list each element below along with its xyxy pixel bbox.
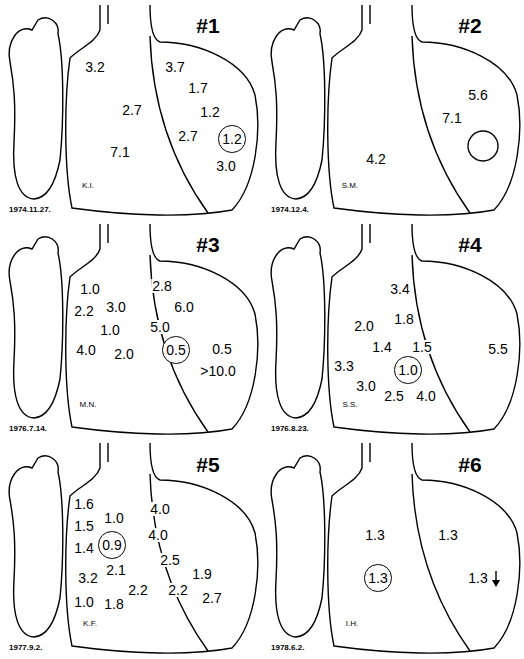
measurement-value: 6.0 — [173, 300, 194, 314]
measurement-value: 1.0 — [398, 363, 417, 377]
heart-outline — [9, 5, 258, 215]
measurement-value: 3.2 — [84, 60, 105, 74]
measurement-value: 0.9 — [102, 538, 121, 552]
measurement-value: 7.1 — [109, 145, 130, 159]
heart-outline — [271, 443, 520, 653]
measurement-value: 2.5 — [383, 389, 404, 403]
measurement-value: 1.5 — [411, 340, 432, 354]
date-label: 1976.7.14. — [8, 425, 48, 433]
patient-initials: M.N. — [79, 401, 98, 409]
measurement-value: 1.0 — [73, 595, 94, 609]
measurement-value: 3.0 — [355, 379, 376, 393]
measurement-value: 1.0 — [79, 282, 100, 296]
patient-initials: S.M. — [341, 182, 359, 190]
measurement-value: 1.0 — [103, 511, 124, 525]
heart-outline — [9, 443, 258, 653]
date-label: 1978.6.2. — [270, 644, 305, 652]
measurement-value: 0.5 — [166, 343, 185, 357]
measurement-value: 1.2 — [222, 132, 241, 146]
patient-initials: K.I. — [81, 182, 95, 190]
measurement-value: 1.7 — [187, 81, 208, 95]
measurement-value: 7.1 — [441, 111, 462, 125]
measurement-value: 1.4 — [73, 541, 94, 555]
panel-number: #2 — [457, 15, 482, 36]
measurement-value: 2.5 — [159, 553, 180, 567]
panel-number: #4 — [457, 234, 482, 255]
measurement-value: 5.6 — [467, 88, 488, 102]
circled-value: 0.5 — [162, 336, 189, 363]
circled-value: 1.0 — [394, 356, 421, 383]
measurement-value: 2.1 — [105, 563, 126, 577]
measurement-value: 1.6 — [73, 497, 94, 511]
measurement-value: 4.0 — [149, 502, 170, 516]
measurement-value: 1.8 — [393, 312, 414, 326]
measurement-value: 2.2 — [167, 583, 188, 597]
measurement-value: 1.2 — [199, 105, 220, 119]
circled-value: 1.2 — [218, 125, 245, 152]
heart-outline — [271, 224, 520, 434]
measurement-value: 1.3 — [364, 528, 385, 542]
heart-outline — [271, 5, 520, 215]
measurement-value: 3.4 — [389, 282, 410, 296]
measurement-value: 2.0 — [113, 347, 134, 361]
circled-value: 0.9 — [98, 531, 125, 558]
measurement-value: 4.0 — [75, 343, 96, 357]
empty-circle — [468, 131, 498, 161]
measurement-value: 2.8 — [151, 279, 172, 293]
measurement-value: 3.3 — [333, 359, 354, 373]
panel-number: #6 — [457, 454, 482, 475]
measurement-value: 3.0 — [215, 159, 236, 173]
measurement-value: 3.0 — [105, 300, 126, 314]
measurement-value: 3.2 — [77, 571, 98, 585]
measurement-value: 4.0 — [415, 389, 436, 403]
patient-initials: S.S. — [341, 401, 358, 409]
date-label: 1974.12.4. — [270, 206, 310, 214]
panel-number: #1 — [195, 15, 220, 36]
measurement-value: >10.0 — [199, 364, 236, 378]
measurement-value: 2.0 — [353, 319, 374, 333]
measurement-value: 1.5 — [73, 519, 94, 533]
measurement-value: 3.7 — [164, 60, 185, 74]
panel-number: #3 — [195, 234, 220, 255]
measurement-value: 1.3 — [467, 571, 488, 585]
measurement-value: 1.0 — [99, 323, 120, 337]
patient-initials: I.H. — [345, 620, 359, 628]
heart-outline — [9, 224, 258, 434]
measurement-value: 2.2 — [127, 583, 148, 597]
circled-value: 1.3 — [364, 564, 391, 591]
measurement-value: 1.3 — [368, 571, 387, 585]
measurement-value: 1.9 — [191, 567, 212, 581]
measurement-value: 4.2 — [365, 152, 386, 166]
measurement-value: 2.7 — [121, 103, 142, 117]
measurement-value: 2.7 — [201, 591, 222, 605]
measurement-value: 2.2 — [73, 304, 94, 318]
measurement-value: 2.7 — [177, 129, 198, 143]
measurement-value: 1.3 — [437, 528, 458, 542]
patient-initials: K.F. — [82, 620, 98, 628]
panel-number: #5 — [195, 454, 220, 475]
measurement-value: 5.5 — [487, 342, 508, 356]
measurement-value: 1.8 — [103, 597, 124, 611]
date-label: 1977.9.2. — [8, 644, 43, 652]
measurement-value: 1.4 — [371, 340, 392, 354]
date-label: 1974.11.27. — [8, 206, 52, 214]
date-label: 1976.8.23. — [270, 425, 310, 433]
measurement-value: 4.0 — [147, 528, 168, 542]
measurement-value: 0.5 — [211, 342, 232, 356]
measurement-value: 5.0 — [149, 320, 170, 334]
down-arrow — [492, 571, 500, 587]
